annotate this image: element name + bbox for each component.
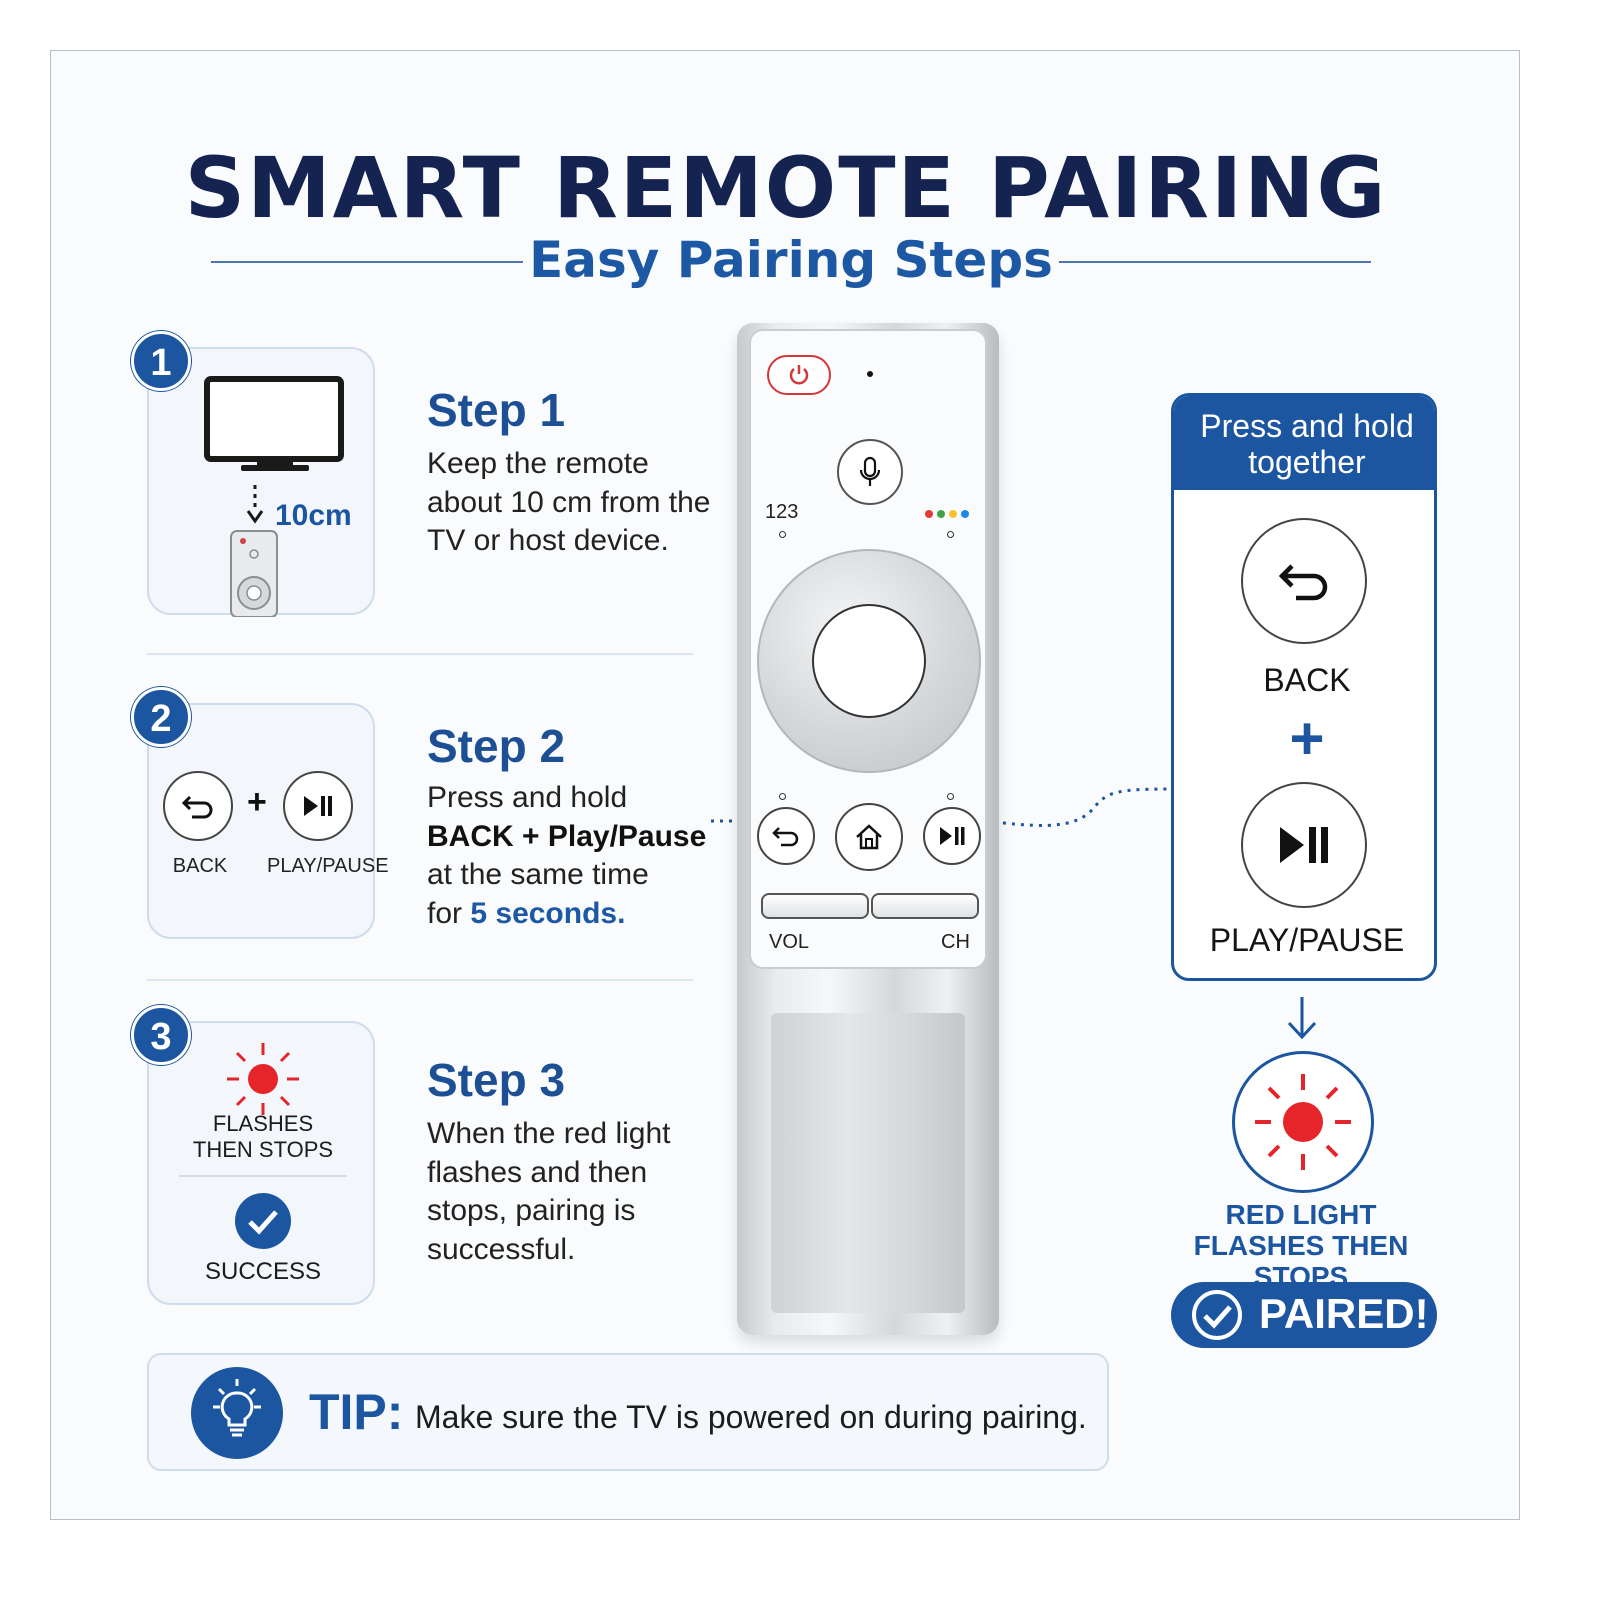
- page-title: SMART REMOTE PAIRING: [184, 139, 1388, 237]
- remote-back-button[interactable]: [757, 807, 815, 865]
- home-icon: [856, 824, 882, 850]
- back-label: BACK: [172, 855, 228, 877]
- step1-text: Keep the remote about 10 cm from the TV …: [427, 447, 711, 557]
- power-button[interactable]: [767, 355, 831, 395]
- step2-highlight: 5 seconds.: [470, 896, 626, 930]
- step2-text: Press and hold BACK + Play/Pause at the …: [427, 779, 747, 933]
- remote-face: 123 VOL CH: [749, 329, 987, 969]
- volume-rocker[interactable]: [761, 893, 869, 919]
- step2-line3: at the same time: [427, 858, 649, 891]
- mic-hole: [867, 371, 873, 377]
- remote-playpause-button[interactable]: [923, 807, 981, 865]
- step2-title: Step 2: [427, 720, 566, 772]
- red-light-icon: [1255, 1074, 1351, 1170]
- mini-remote-icon: [230, 530, 278, 617]
- play-pause-icon: [940, 827, 965, 845]
- remote-home-button[interactable]: [835, 803, 903, 871]
- page-subtitle: Easy Pairing Steps: [529, 231, 1053, 289]
- voice-button[interactable]: [837, 439, 903, 505]
- tip-text: Make sure the TV is powered on during pa…: [415, 1399, 1087, 1435]
- tv-icon: [204, 376, 344, 617]
- back-arrow-icon: [772, 827, 799, 847]
- subtitle-line-right: [1059, 261, 1371, 263]
- step1-badge: 1: [131, 331, 191, 391]
- distance-label: 10cm: [275, 499, 352, 532]
- infographic-frame: SMART REMOTE PAIRING Easy Pairing Steps …: [50, 50, 1520, 1520]
- panel-back-label: BACK: [1263, 662, 1351, 698]
- red-light-icon: [227, 1043, 299, 1115]
- subtitle-row: Easy Pairing Steps: [211, 227, 1371, 297]
- card-divider: [179, 1175, 347, 1177]
- back-arrow-icon: [1278, 564, 1328, 601]
- power-icon: [789, 365, 809, 385]
- tip-label: TIP:: [309, 1384, 404, 1440]
- playpause-button-illustration: [283, 771, 353, 841]
- remote-lower-body: [771, 1013, 965, 1313]
- dpad-select-button[interactable]: [812, 604, 926, 718]
- red-light-indicator: [1232, 1051, 1374, 1193]
- label-123: 123: [765, 501, 799, 523]
- assistant-dots-icon: [925, 510, 969, 518]
- step1-title: Step 1: [427, 384, 566, 436]
- play-pause-icon: [1280, 827, 1328, 863]
- step2-badge: 2: [131, 687, 191, 747]
- right-dot: [947, 793, 954, 800]
- num-button-dot[interactable]: [779, 531, 786, 538]
- microphone-icon: [859, 456, 881, 486]
- check-circle-icon: [1192, 1290, 1242, 1340]
- panel-playpause-button: [1241, 782, 1367, 908]
- back-button-illustration: [163, 771, 233, 841]
- step2-card: + BACK PLAY/PAUSE: [147, 703, 389, 939]
- step3-badge: 3: [131, 1005, 191, 1065]
- step3-title: Step 3: [427, 1054, 566, 1106]
- paired-label: PAIRED!: [1259, 1290, 1429, 1337]
- left-dot: [779, 793, 786, 800]
- panel-back-button: [1241, 518, 1367, 644]
- label-ch: CH: [941, 931, 970, 953]
- lightbulb-icon: [191, 1367, 283, 1459]
- label-vol: VOL: [769, 931, 810, 953]
- check-circle-icon: [235, 1193, 291, 1249]
- channel-rocker[interactable]: [871, 893, 979, 919]
- back-arrow-icon: [181, 795, 213, 819]
- dpad-ring[interactable]: [757, 549, 981, 773]
- panel-playpause-label: PLAY/PAUSE: [1209, 922, 1405, 958]
- step1-card: 10cm: [147, 347, 375, 617]
- panel-plus: +: [1289, 705, 1325, 772]
- step2-for: for: [427, 896, 471, 930]
- divider-1: [147, 653, 693, 655]
- paired-badge: PAIRED!: [1171, 1282, 1437, 1348]
- assistant-button-dot[interactable]: [947, 531, 954, 538]
- step3-text: When the red light flashes and then stop…: [427, 1117, 671, 1266]
- divider-2: [147, 979, 693, 981]
- step2-bold: BACK + Play/Pause: [427, 819, 707, 853]
- subtitle-line-left: [211, 261, 523, 263]
- tip-box: TIP: Make sure the TV is powered on duri…: [147, 1353, 1109, 1471]
- smart-remote: 123 VOL CH: [737, 323, 999, 1335]
- success-label: SUCCESS: [204, 1258, 322, 1285]
- playpause-label: PLAY/PAUSE: [267, 855, 389, 877]
- step2-line1: Press and hold: [427, 781, 628, 814]
- play-pause-icon: [304, 796, 332, 816]
- plus-sign: +: [247, 783, 267, 821]
